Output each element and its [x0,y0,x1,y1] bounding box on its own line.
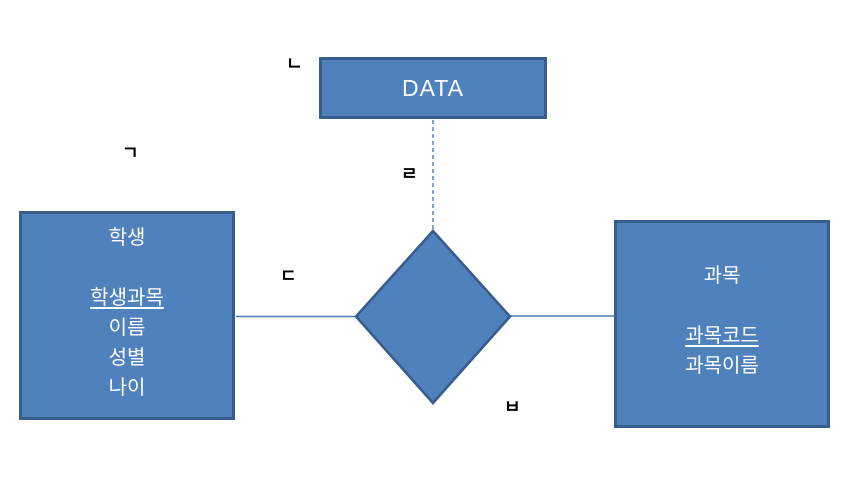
annotation-label-giyeok: ㄱ [122,143,139,163]
annotation-label-digeut: ㄷ [280,266,297,286]
spacer [617,291,827,321]
annotation-label-rieul: ㄹ [401,164,418,184]
data-entity-label: DATA [402,74,464,101]
student-attribute: 성별 [108,347,146,369]
student-entity-box: 학생 학생과목 이름 성별 나이 [19,211,235,420]
subject-attribute: 과목이름 [685,355,759,377]
subject-key-attribute: 과목코드 [685,325,759,347]
annotation-label-bieup: ㅂ [504,397,521,417]
student-key-attribute: 학생과목 [90,287,164,309]
annotation-label-nieun: ㄴ [286,54,303,74]
data-entity-box: DATA [319,57,547,119]
student-attribute: 나이 [108,377,146,399]
relationship-diamond [354,229,512,405]
subject-entity-title: 과목 [703,265,741,287]
subject-entity-box: 과목 과목코드 과목이름 [614,220,830,428]
student-attribute: 이름 [108,317,146,339]
student-entity-title: 학생 [108,227,146,249]
spacer [22,253,232,283]
